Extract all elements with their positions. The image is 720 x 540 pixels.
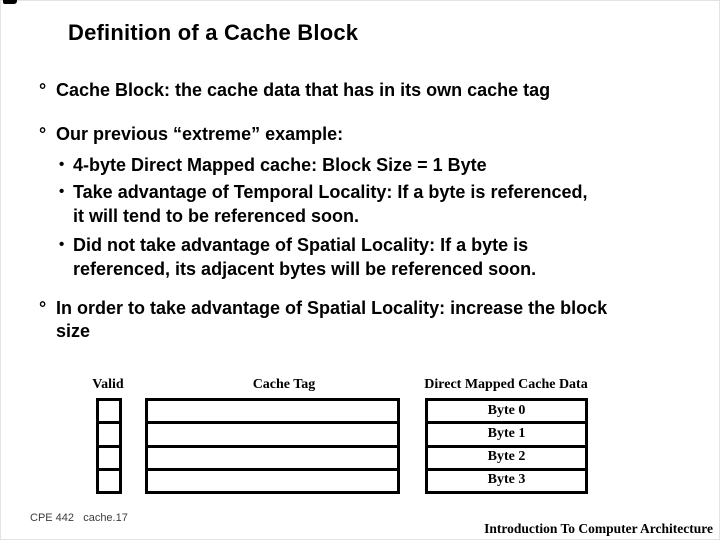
course-code-slide-number: CPE 442 cache.17 [30, 512, 128, 524]
course-title: Introduction To Computer Architecture [484, 521, 713, 536]
degree-bullet-icon: ° [39, 298, 47, 318]
cache-tag-cell [148, 421, 397, 444]
subbullet-4byte-cache-text: 4-byte Direct Mapped cache: Block Size =… [73, 155, 487, 175]
cache-tag-cell [148, 467, 397, 491]
degree-bullet-icon: ° [39, 80, 47, 100]
bullet-increase-block-size-line1: In order to take advantage of Spatial Lo… [56, 298, 608, 318]
subbullet-spatial-locality: • Did not take advantage of Spatial Loca… [59, 233, 678, 281]
bullet-cache-block-text: Cache Block: the cache data that has in … [56, 80, 551, 100]
bullet-previous-example: ° Our previous “extreme” example: [39, 123, 344, 146]
byte-cell: Byte 0 [487, 402, 526, 418]
byte-cell: Byte 2 [428, 444, 585, 468]
dot-bullet-icon: • [59, 156, 65, 173]
cache-tag-cell [148, 444, 397, 468]
cache-data-column: Byte 0 Byte 1 Byte 2 Byte 3 [425, 398, 588, 494]
cache-tag-cell [148, 401, 397, 421]
subbullet-spatial-locality-line1: Did not take advantage of Spatial Locali… [73, 235, 529, 255]
bullet-increase-block-size: ° In order to take advantage of Spatial … [39, 297, 676, 343]
valid-cell [99, 401, 119, 421]
page-title: Definition of a Cache Block [68, 20, 359, 45]
valid-cell [99, 467, 119, 491]
subbullet-4byte-cache: • 4-byte Direct Mapped cache: Block Size… [59, 153, 487, 177]
dot-bullet-icon: • [59, 236, 65, 253]
bullet-previous-example-text: Our previous “extreme” example: [56, 124, 344, 144]
bullet-cache-block: ° Cache Block: the cache data that has i… [39, 79, 551, 102]
bullet-increase-block-size-line2: size [56, 321, 91, 341]
cache-data-column-label: Direct Mapped Cache Data [424, 377, 588, 392]
cache-tag-column [145, 398, 400, 494]
subbullet-temporal-locality-line2: it will tend to be referenced soon. [73, 206, 360, 226]
dot-bullet-icon: • [59, 183, 65, 200]
cache-tag-column-label: Cache Tag [252, 377, 316, 392]
byte-cell: Byte 1 [428, 421, 585, 444]
degree-bullet-icon: ° [39, 124, 47, 144]
subbullet-temporal-locality: • Take advantage of Temporal Locality: I… [59, 180, 678, 228]
subbullet-temporal-locality-line1: Take advantage of Temporal Locality: If … [73, 182, 588, 202]
scan-artifact [3, 0, 17, 4]
valid-cell [99, 444, 119, 468]
valid-column-label: Valid [92, 377, 124, 392]
byte-cell: Byte 3 [428, 467, 585, 491]
subbullet-spatial-locality-line2: referenced, its adjacent bytes will be r… [73, 259, 537, 279]
valid-cell [99, 421, 119, 444]
valid-bit-column [96, 398, 122, 494]
